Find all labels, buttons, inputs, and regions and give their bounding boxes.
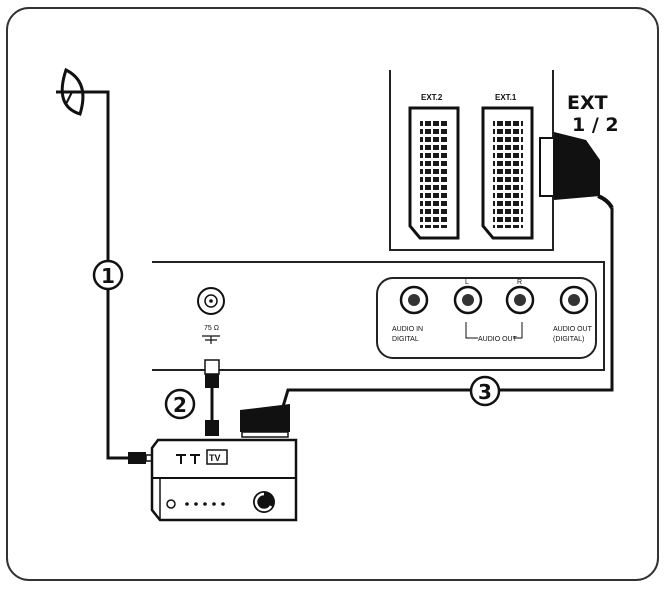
antenna-terminal-icon[interactable] (197, 287, 225, 315)
ext1-label: EXT.1 (495, 93, 517, 102)
step-1-label: 1 (101, 264, 115, 288)
receiver-tv-label-box (206, 449, 228, 465)
receiver-scart-plug (240, 404, 290, 438)
audio-left-label: L (465, 279, 469, 286)
audio-out-digital-label-line1: AUDIO OUT (553, 326, 593, 333)
audio-in-label-line1: AUDIO IN (392, 326, 423, 333)
receiver-power-knob[interactable] (253, 491, 275, 513)
audio-out-right-jack[interactable] (505, 285, 535, 315)
audio-right-label: R (517, 279, 522, 286)
ext1-scart-socket[interactable] (481, 106, 534, 240)
ext-title-line1: EXT (567, 92, 608, 114)
ext2-scart-socket[interactable] (408, 106, 460, 240)
scart-plug-icon (539, 132, 614, 209)
step-2-badge (164, 388, 196, 420)
audio-out-left-jack[interactable] (453, 285, 483, 315)
audio-out-digital-jack[interactable] (559, 285, 589, 315)
audio-out-label: AUDIO OUT (478, 336, 518, 343)
step-2-label: 2 (173, 393, 187, 417)
antenna-symbol (202, 335, 220, 344)
step-3-label: 3 (478, 380, 492, 404)
receiver-tv-label: TV (209, 453, 221, 463)
cable-3 (280, 208, 614, 411)
rf-cable-2 (204, 359, 220, 436)
ext-title-line2: 1 / 2 (572, 114, 619, 136)
audio-out-digital-label-line2: (DIGITAL) (553, 336, 584, 343)
step-1-badge (92, 259, 124, 291)
satellite-dish-icon (56, 67, 86, 116)
antenna-impedance-label: 75 Ω (204, 325, 219, 332)
receiver-antenna-symbol (176, 454, 200, 464)
tv-panel-connector-section (152, 261, 605, 371)
audio-in-digital-jack[interactable] (399, 285, 429, 315)
ext2-label: EXT.2 (421, 93, 443, 102)
step-3-badge (469, 375, 501, 407)
audio-connector-group (376, 277, 597, 359)
audio-out-bracket (465, 322, 523, 339)
audio-in-label-line2: DIGITAL (392, 336, 419, 343)
receiver-indicator-dots (166, 499, 225, 509)
